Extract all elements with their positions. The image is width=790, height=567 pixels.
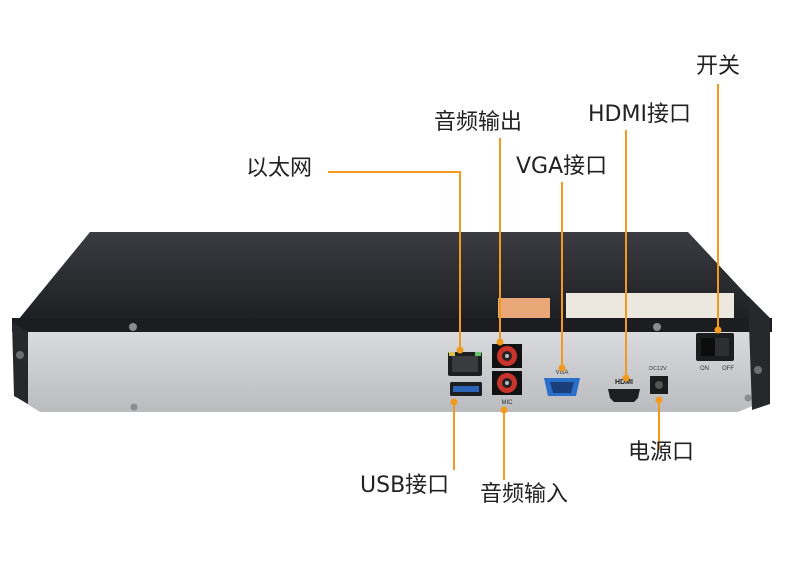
ethernet-port <box>448 352 482 376</box>
callout-ethernet <box>328 171 461 350</box>
screw <box>754 366 762 374</box>
left-ear <box>12 322 28 404</box>
label-vga: VGA接口 <box>516 154 608 179</box>
panel-text-off: OFF <box>722 366 734 372</box>
panel-text-mic: MIC <box>502 400 514 406</box>
audio-out-jack <box>492 344 522 368</box>
sticker-qr <box>498 298 550 318</box>
screw <box>130 403 138 411</box>
screw <box>653 323 661 331</box>
label-ethernet: 以太网 <box>246 156 313 181</box>
screw <box>744 394 752 402</box>
panel-text-on: ON <box>700 366 709 372</box>
callout-dots <box>450 326 722 414</box>
audio-in-jack <box>492 371 522 395</box>
label-power-switch: 开关 <box>696 54 741 79</box>
label-audio-out: 音频输出 <box>434 110 523 135</box>
sticker-label <box>566 293 734 319</box>
usb-port <box>450 382 482 396</box>
screw <box>16 351 24 359</box>
hdmi-port <box>608 389 640 402</box>
screw <box>129 323 137 331</box>
label-audio-in: 音频输入 <box>480 482 569 507</box>
label-power-port: 电源口 <box>628 440 695 465</box>
label-usb: USB接口 <box>360 473 450 498</box>
vga-port <box>544 378 580 396</box>
panel-text-dc: DC12V <box>649 366 667 372</box>
dc-power-jack <box>650 376 668 394</box>
panel-text-hdmi: HDMI <box>615 379 633 386</box>
label-hdmi: HDMI接口 <box>588 102 691 127</box>
chassis-rim <box>12 318 772 332</box>
rear-panel <box>24 332 762 412</box>
power-switch <box>696 333 734 361</box>
right-ear <box>748 296 770 410</box>
panel-text-vga: VGA <box>556 370 569 376</box>
callout-lines <box>328 84 719 480</box>
